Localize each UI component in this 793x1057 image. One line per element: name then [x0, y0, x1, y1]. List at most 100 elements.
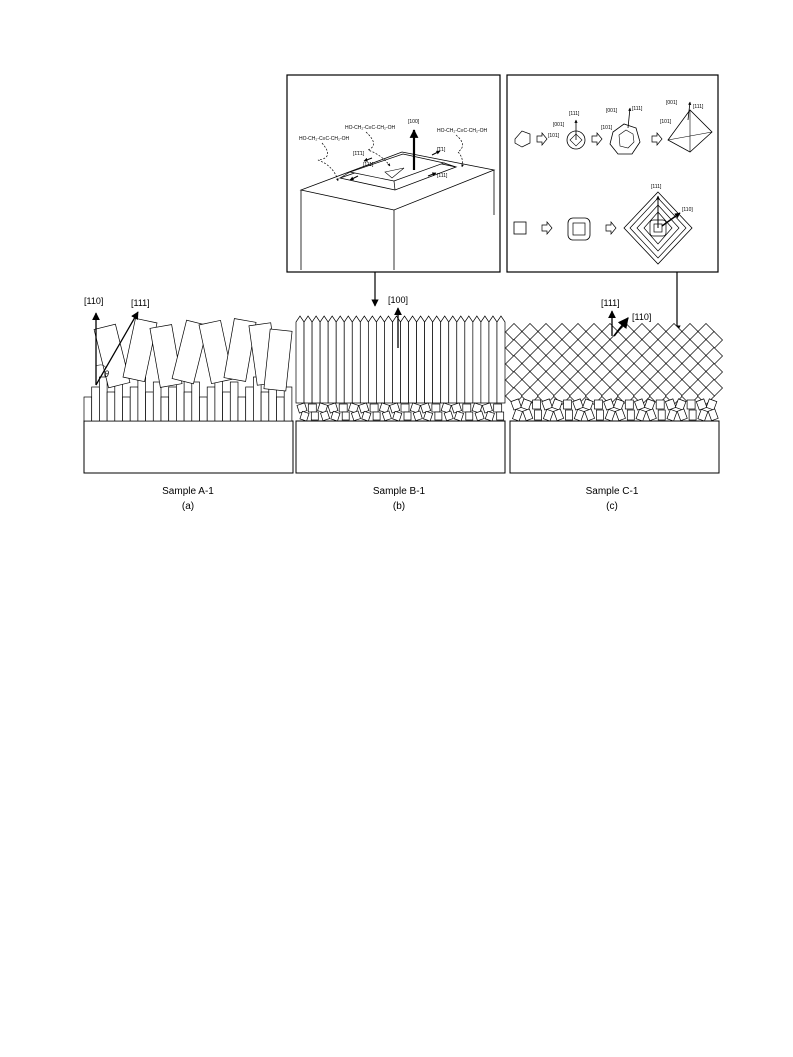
inset-b-dir-111-bar: [1̄1̄1]	[353, 151, 365, 157]
inset-b-dir-111-bar2: [̄1̄1]	[437, 147, 446, 153]
base-grain	[697, 408, 709, 422]
base-grain	[522, 408, 534, 422]
base-grain	[453, 410, 464, 422]
inset-b-dir-111-b: [111]	[437, 173, 448, 179]
base-grain	[434, 411, 443, 421]
base-grain	[369, 403, 379, 413]
base-grain	[493, 403, 503, 413]
panel-c-arrow-110-label: [110]	[632, 312, 651, 322]
short-column	[191, 381, 200, 422]
short-column	[106, 391, 116, 422]
base-grain	[604, 408, 616, 422]
columnar-grain	[464, 315, 474, 404]
base-grain	[563, 399, 572, 410]
base-grain	[423, 410, 434, 422]
base-grain	[378, 402, 390, 414]
columnar-grain	[400, 315, 409, 404]
base-grain	[431, 403, 441, 413]
base-grain	[440, 402, 452, 414]
inset-c-dir-111-3: [111]	[693, 104, 704, 110]
short-column	[199, 396, 208, 422]
short-column	[276, 396, 285, 422]
short-column	[152, 381, 162, 422]
base-grain	[596, 409, 604, 421]
panel-c-arrow-111-label: [111]	[601, 298, 620, 308]
short-column	[137, 376, 146, 422]
short-column	[229, 381, 239, 422]
base-grain	[676, 408, 688, 422]
short-column	[245, 386, 254, 422]
base-grain	[542, 408, 554, 422]
short-column	[91, 386, 100, 422]
base-grain	[400, 403, 410, 413]
inset-b-dir-111-a: [111]	[363, 162, 374, 168]
base-grain	[348, 402, 359, 414]
base-grain	[705, 398, 718, 411]
base-grain	[674, 398, 687, 411]
panel-b-arrow-100-label: [100]	[388, 295, 408, 305]
base-grain	[471, 402, 483, 414]
columnar-grain	[311, 315, 321, 404]
base-grain	[512, 408, 523, 422]
base-grain	[310, 411, 319, 421]
columnar-grain	[440, 315, 450, 404]
panel-b-columns	[295, 315, 506, 422]
base-grain	[412, 410, 423, 422]
base-grain	[341, 411, 350, 421]
base-grain	[462, 403, 472, 413]
inset-b: [100] HO-CH₂-C≡C-CH₂-OH HO-CH₂-C≡C-CH₂-O…	[286, 74, 501, 273]
columnar-grain	[424, 315, 434, 404]
tilted-grain	[223, 318, 257, 382]
columnar-grain	[432, 315, 442, 404]
inset-c-dir-111-4: [111]	[651, 184, 662, 190]
base-grain	[666, 408, 678, 422]
panel-c: [111] [110] Sample C-1 (c)	[505, 298, 723, 512]
base-grain	[565, 409, 573, 421]
base-grain	[695, 398, 708, 411]
base-grain	[664, 398, 677, 411]
base-grain	[584, 408, 596, 422]
inset-c-dir-111-1: [111]	[569, 111, 580, 117]
base-grain	[572, 398, 584, 411]
panel-c-crystals	[505, 323, 723, 422]
inset-c-dir-001-2: [001]	[606, 108, 618, 114]
columnar-grain	[496, 315, 506, 404]
inset-b-molecule-2: HO-CH₂-C≡C-CH₂-OH	[345, 125, 396, 131]
base-grain	[553, 408, 565, 422]
base-grain	[635, 408, 647, 422]
base-grain	[655, 399, 665, 410]
base-grain	[381, 410, 392, 422]
base-grain	[613, 398, 625, 411]
inset-c-dir-110: [110]	[682, 207, 693, 213]
columnar-grain	[303, 315, 313, 404]
columnar-grain	[343, 315, 353, 404]
columnar-grain	[384, 315, 393, 404]
short-column	[260, 391, 270, 422]
base-grain	[551, 398, 563, 411]
inset-c: [111] [001] [101] [111] [001] [101] [111…	[506, 74, 719, 273]
inset-b-molecule-3: HO-CH₂-C≡C-CH₂-OH	[437, 128, 488, 134]
base-grain	[707, 408, 719, 422]
panel-a-sample-label: Sample A-1	[162, 486, 214, 497]
tilted-grain	[171, 319, 209, 385]
base-grain	[594, 399, 603, 410]
base-grain	[338, 403, 348, 413]
columnar-grain	[416, 315, 425, 404]
base-grain	[361, 410, 372, 422]
base-grain	[532, 399, 541, 410]
short-column	[114, 381, 123, 422]
panel-b-letter: (b)	[393, 501, 405, 512]
tilted-grain	[263, 328, 293, 392]
columnar-grain	[359, 315, 369, 404]
short-column	[99, 376, 108, 422]
base-grain	[686, 399, 696, 410]
inset-c-dir-101-1: [101]	[548, 133, 560, 139]
base-grain	[320, 410, 331, 422]
base-grain	[299, 410, 310, 422]
base-grain	[541, 398, 553, 411]
short-column	[145, 391, 154, 422]
inset-c-dir-001-1: [001]	[553, 122, 565, 128]
panel-a-columns	[83, 317, 293, 422]
panel-c-sample-label: Sample C-1	[586, 486, 639, 497]
